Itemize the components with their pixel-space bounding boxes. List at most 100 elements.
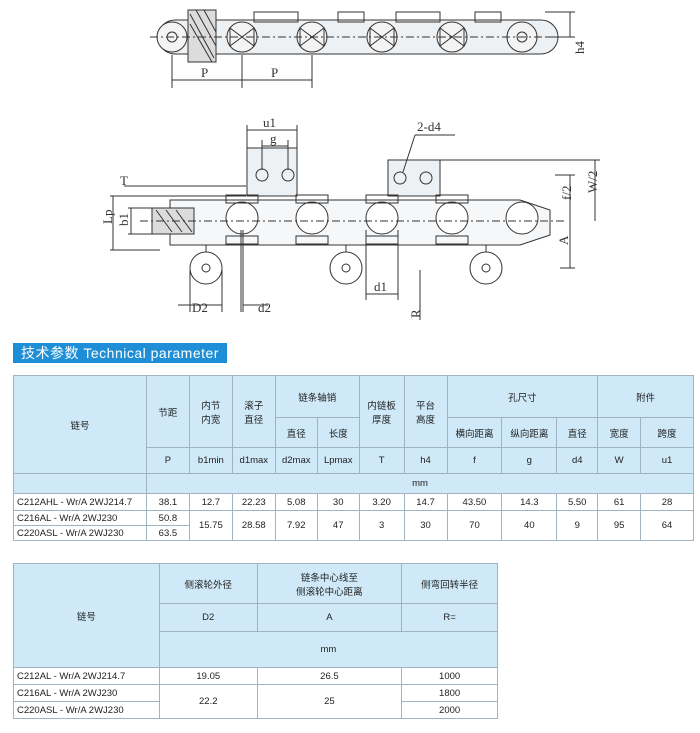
unit-mm: mm	[158, 631, 499, 668]
cell-f: 43.50	[446, 493, 503, 511]
header-roller-dia: 滚子直径	[231, 375, 276, 448]
header-pin: 链条轴销	[274, 375, 360, 418]
symbol: d2max	[274, 447, 318, 474]
table-row: C216AL - Wr/A 2WJ230 50.8 15.75 28.58 7.…	[13, 510, 694, 541]
header-attachment: 附件	[597, 375, 694, 418]
cell-lp: 47	[316, 510, 360, 541]
cell-T: 3.20	[358, 493, 405, 511]
symbol: h4	[403, 447, 448, 474]
table-row: C212AL - Wr/A 2WJ214.7 19.05 26.5 1000	[13, 667, 498, 685]
label-d2: d2	[258, 300, 271, 315]
technical-parameter-table: 链号 节距 内节内宽 滚子直径 链条轴销 内链板厚度 平台高度 孔尺寸 附件 直…	[13, 375, 695, 541]
chain-name: C212AHL - Wr/A 2WJ214.7	[13, 493, 147, 511]
table-row: C220ASL - Wr/A 2WJ230 63.5	[13, 525, 694, 541]
symbol: A	[256, 603, 403, 632]
header-attach-span: 跨度	[640, 417, 694, 448]
header-pin-dia: 直径	[274, 417, 318, 448]
symbol: b1min	[188, 447, 233, 474]
label-b1: b1	[116, 213, 131, 226]
header-attach-width: 宽度	[597, 417, 642, 448]
label-g: g	[270, 131, 277, 146]
top-view-chain	[156, 9, 559, 63]
chain-technical-drawing: h4 P P u1 g 2-d4 T Lp b1 f/2 W/2 A d1 D2…	[100, 9, 600, 320]
cell-pitch: 63.5	[145, 525, 190, 541]
symbol: R=	[401, 603, 498, 632]
chain-name: C220ASL - Wr/A 2WJ230	[13, 701, 160, 719]
symbol: T	[358, 447, 405, 474]
label-R: R	[408, 309, 423, 318]
symbol: d1max	[231, 447, 276, 474]
cell-d4: 9	[556, 510, 599, 541]
label-p2: P	[271, 65, 278, 80]
cell-d4: 5.50	[556, 493, 599, 511]
cell-d1: 22.23	[231, 493, 276, 511]
label-lp: Lp	[100, 210, 115, 224]
cell-d1: 28.58	[231, 510, 276, 541]
label-T: T	[120, 173, 128, 188]
cell-d2: 7.92	[274, 510, 318, 541]
cell-pitch: 50.8	[145, 510, 190, 526]
header-plate-thickness: 内链板厚度	[358, 375, 405, 448]
cell-b1: 12.7	[188, 493, 233, 511]
cell-R: 1000	[401, 667, 498, 685]
cell-W: 61	[597, 493, 642, 511]
symbol: Lpmax	[316, 447, 360, 474]
symbol: D2	[158, 603, 258, 632]
label-2-d4: 2-d4	[417, 119, 441, 134]
unit-mm: mm	[145, 473, 695, 494]
symbol: u1	[640, 447, 694, 474]
section-title: 技术参数 Technical parameter	[13, 343, 227, 363]
label-u1: u1	[263, 115, 276, 130]
cell-b1: 15.75	[188, 510, 233, 541]
header-chain-no: 链号	[13, 375, 147, 474]
header-inner-width: 内节内宽	[188, 375, 233, 448]
symbol: W	[597, 447, 642, 474]
header-platform-height: 平台高度	[403, 375, 448, 448]
cell-lp: 30	[316, 493, 360, 511]
header-bend-radius: 侧弯回转半径	[401, 563, 498, 604]
cell-A: 25	[256, 684, 403, 719]
cell-R: 1800	[401, 684, 498, 702]
symbol: P	[145, 447, 190, 474]
header-hole-dia: 直径	[556, 417, 599, 448]
header-pitch: 节距	[145, 375, 190, 448]
chain-name: C216AL - Wr/A 2WJ230	[13, 510, 147, 526]
label-D2: D2	[192, 300, 208, 315]
table-row: C212AHL - Wr/A 2WJ214.7 38.1 12.7 22.23 …	[13, 493, 694, 511]
cell-f: 70	[446, 510, 503, 541]
cell-h4: 30	[403, 510, 448, 541]
cell-T: 3	[358, 510, 405, 541]
unit-spacer	[13, 473, 147, 494]
symbol: g	[501, 447, 558, 474]
cell-h4: 14.7	[403, 493, 448, 511]
chain-name: C212AL - Wr/A 2WJ214.7	[13, 667, 160, 685]
cell-D2: 22.2	[158, 684, 258, 719]
header-pin-len: 长度	[316, 417, 360, 448]
header-hole-trans: 横向距离	[446, 417, 503, 448]
cell-D2: 19.05	[158, 667, 258, 685]
side-view-chain	[151, 147, 551, 285]
cell-u1: 28	[640, 493, 694, 511]
table-row: C220ASL - Wr/A 2WJ230 2000	[13, 701, 498, 719]
header-chain-no: 链号	[13, 563, 160, 668]
cell-A: 26.5	[256, 667, 403, 685]
cell-u1: 64	[640, 510, 694, 541]
header-hole-long: 纵向距离	[501, 417, 558, 448]
label-f2: f/2	[559, 186, 574, 200]
table-row: C216AL - Wr/A 2WJ230 22.2 25 1800	[13, 684, 498, 719]
cell-R: 2000	[401, 701, 498, 719]
label-h4: h4	[572, 41, 587, 55]
cell-W: 95	[597, 510, 642, 541]
cell-d2: 5.08	[274, 493, 318, 511]
header-center-dist: 链条中心线至侧滚轮中心距离	[256, 563, 403, 604]
chain-name: C216AL - Wr/A 2WJ230	[13, 684, 160, 702]
label-d1: d1	[374, 279, 387, 294]
cell-g: 40	[501, 510, 558, 541]
label-w2: W/2	[585, 171, 600, 193]
chain-name: C220ASL - Wr/A 2WJ230	[13, 525, 147, 541]
cell-g: 14.3	[501, 493, 558, 511]
symbol: f	[446, 447, 503, 474]
side-roller-table: 链号 侧滚轮外径 链条中心线至侧滚轮中心距离 侧弯回转半径 D2 A R= mm…	[13, 563, 499, 719]
header-side-roller: 侧滚轮外径	[158, 563, 258, 604]
cell-pitch: 38.1	[145, 493, 190, 511]
